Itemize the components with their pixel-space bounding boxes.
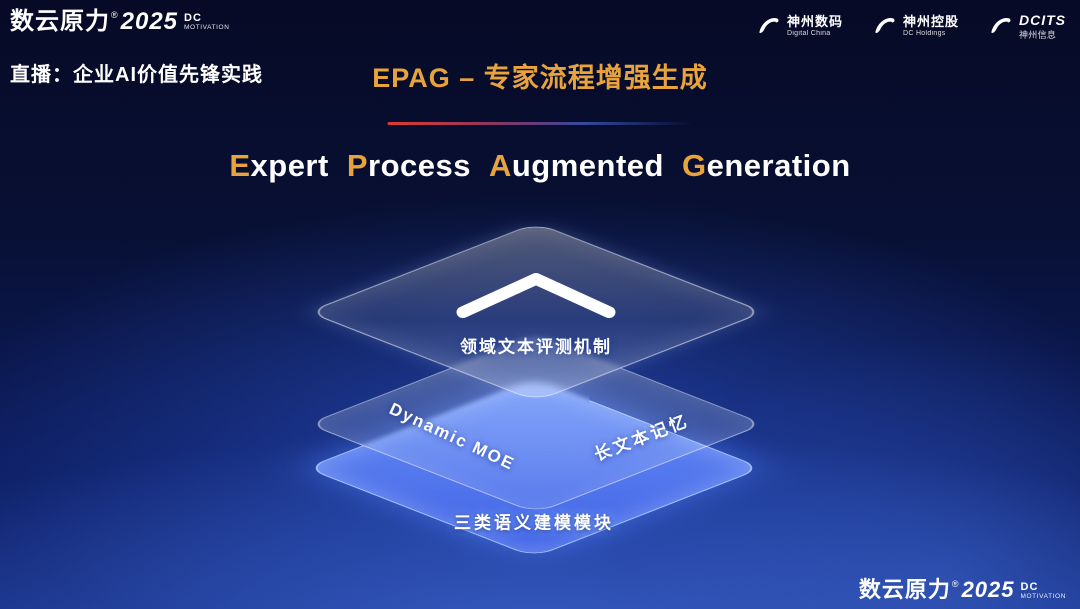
registered-trademark-icon: ® [111, 10, 118, 20]
title-underline-gradient [387, 122, 693, 125]
brand-year: 2025 [120, 8, 179, 35]
partner-name-cn: DCITS [1019, 12, 1066, 28]
partner-label: 神州控股 DC Holdings [903, 14, 959, 39]
main-title: Expert Process Augmented Generation [0, 148, 1080, 184]
partner-name-en: DC Holdings [902, 30, 946, 38]
layer-top-label: 领域文本评测机制 [460, 337, 612, 357]
live-topic-label: 直播：企业AI价值先锋实践 [10, 64, 263, 86]
partner-name-en: 神州信息 [1019, 29, 1057, 40]
page-title: EPAG – 专家流程增强生成 [372, 63, 708, 93]
title-word: Process [346, 148, 471, 183]
partner-dcits: DCITS 神州信息 [987, 12, 1066, 41]
partner-logos: 神州数码 Digital China 神州控股 DC Holdings DCIT… [755, 12, 1066, 41]
layer-bottom-label: 三类语义建模模块 [454, 513, 614, 533]
partner-label: DCITS 神州信息 [1019, 12, 1066, 41]
brand-name: 数云原力 [10, 8, 110, 35]
brand-dc: DC [184, 12, 202, 24]
brand-motivation: MOTIVATION [184, 24, 230, 32]
partner-name-cn: 神州数码 [786, 13, 843, 29]
brand-subtitle: DC MOTIVATION [1021, 581, 1066, 600]
partner-label: 神州数码 Digital China [787, 14, 843, 39]
partner-name-cn: 神州控股 [902, 13, 959, 29]
brand-logo: 数云原力 ® 2025 DC MOTIVATION [10, 10, 230, 34]
partner-dc-holdings: 神州控股 DC Holdings [871, 13, 959, 39]
digital-china-logo-icon [759, 18, 779, 34]
brand-motivation: MOTIVATION [1020, 593, 1066, 601]
brand-subtitle: DC MOTIVATION [184, 12, 229, 31]
dcits-logo-icon [991, 18, 1011, 34]
brand-name: 数云原力 [858, 577, 951, 602]
registered-trademark-icon: ® [951, 579, 959, 589]
brand-year: 2025 [961, 577, 1015, 602]
chevron-up-icon [456, 273, 616, 319]
footer-brand-logo: 数云原力 ® 2025 DC MOTIVATION [859, 579, 1066, 601]
dc-holdings-logo-icon [875, 18, 895, 34]
brand-dc: DC [1020, 581, 1039, 593]
partner-name-en: Digital China [786, 30, 831, 38]
title-word: Generation [682, 148, 851, 183]
title-word: Augmented [488, 148, 664, 183]
partner-digital-china: 神州数码 Digital China [755, 13, 843, 39]
title-word: Expert [229, 148, 329, 183]
